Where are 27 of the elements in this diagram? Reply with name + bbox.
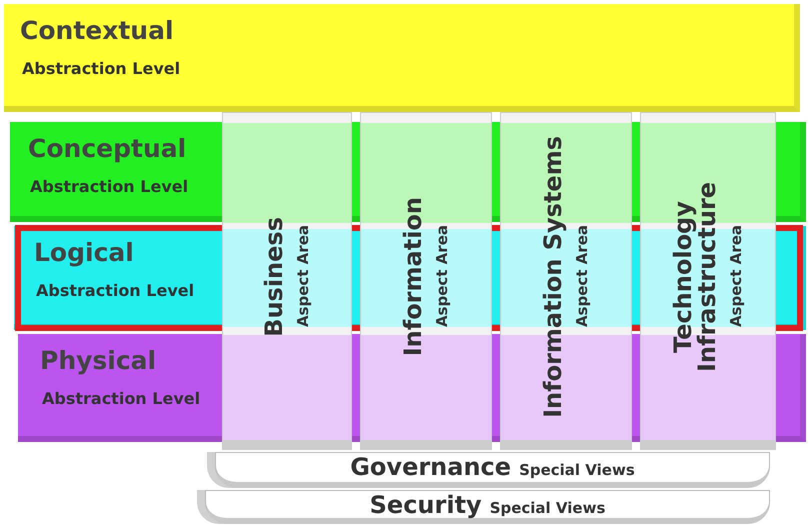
aspect-title: Business (262, 216, 286, 336)
level-band (4, 4, 800, 112)
aspect-subtitle: Aspect Area (573, 225, 591, 328)
aspect-column (640, 112, 776, 450)
aspect-title: Information Systems (541, 136, 565, 418)
view-title: Governance (350, 453, 512, 481)
view-title: Security (370, 491, 482, 519)
level-title: Logical (34, 238, 134, 267)
aspect-column (222, 112, 352, 450)
aspect-title: Information (401, 196, 425, 356)
aspect-title: Technology Infrastructure (671, 180, 719, 374)
aspect-column (360, 112, 492, 450)
view-subtitle: Special Views (519, 461, 635, 479)
level-band (18, 334, 222, 442)
level-subtitle: Abstraction Level (30, 177, 188, 196)
level-subtitle: Abstraction Level (22, 59, 180, 78)
aspect-column (500, 112, 632, 450)
level-title: Physical (40, 346, 156, 375)
aspect-subtitle: Aspect Area (433, 225, 451, 328)
level-band (10, 122, 222, 222)
aspect-subtitle: Aspect Area (294, 225, 312, 328)
level-subtitle: Abstraction Level (36, 281, 194, 300)
level-title: Contextual (20, 16, 174, 45)
view-subtitle: Special Views (490, 499, 606, 517)
aspect-subtitle: Aspect Area (727, 225, 745, 328)
level-title: Conceptual (28, 134, 186, 163)
level-subtitle: Abstraction Level (42, 389, 200, 408)
